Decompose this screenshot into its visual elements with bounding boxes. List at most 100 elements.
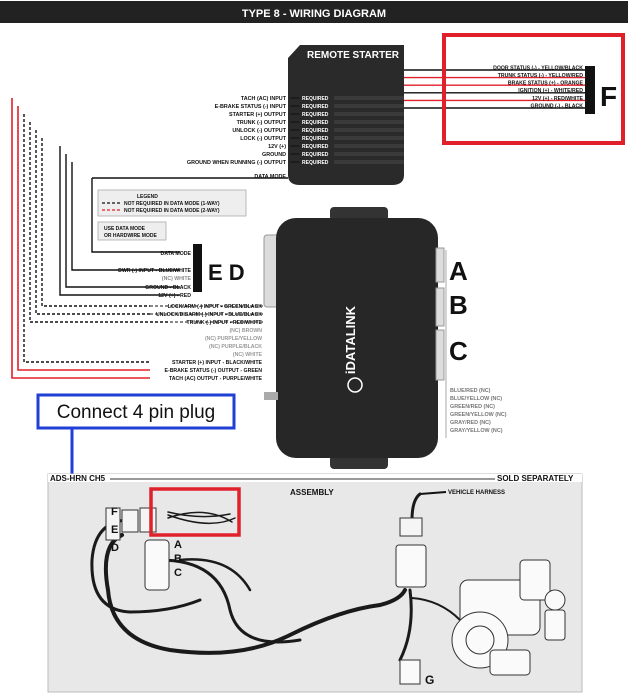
nc-wire-label: GREEN/YELLOW (NC): [450, 412, 507, 418]
c-wire-label: TACH (AC) OUTPUT - PURPLE/WHITE: [169, 376, 263, 382]
remote-starter-wire-label: STARTER (+) OUTPUT: [229, 112, 287, 118]
ignition-assembly-sketch: [451, 559, 566, 676]
required-labels: REQUIRED REQUIRED REQUIRED REQUIRED REQUIRED…: [302, 96, 404, 166]
c-wire-label: (NC) PURPLE/BLACK: [209, 344, 262, 350]
ebrake-loop-wire: [17, 106, 150, 371]
f-wire-label: BRAKE STATUS (+) - ORANGE: [508, 81, 584, 87]
module-logo-icon: [347, 377, 363, 393]
required-label: REQUIRED: [302, 160, 329, 166]
f-wire-label: GROUND (-) - BLACK: [531, 103, 584, 109]
connector-c: [435, 329, 445, 381]
assembly-label: ASSEMBLY: [290, 488, 334, 497]
ed-connector: [193, 244, 202, 292]
harness-module-connector: [144, 539, 170, 591]
data-mode-wire-down: [91, 178, 180, 253]
legend-item-1: NOT REQUIRED IN DATA MODE (1-WAY): [124, 201, 220, 207]
ed-wire-label: DATA MODE: [161, 251, 192, 257]
module-tab-bottom: [330, 455, 388, 469]
asm-letter-f: F: [111, 506, 118, 518]
nc-wire-label: GRAY/YELLOW (NC): [450, 428, 503, 434]
f-wire-lines: [404, 69, 585, 109]
legend-box: [97, 189, 247, 217]
b-wire-label: UNLOCK/DISARM (-) INPUT - BLUE/BLACK: [156, 312, 262, 318]
letter-f: F: [600, 81, 617, 112]
module-tab-top: [330, 207, 388, 221]
required-label: REQUIRED: [302, 136, 329, 142]
nc-wire-labels: BLUE/RED (NC)BLUE/YELLOW (NC)GREEN/RED (…: [450, 388, 507, 434]
required-label: REQUIRED: [302, 152, 329, 158]
f-wire-labels: DOOR STATUS (-) - YELLOW/BLACK TRUNK STAT…: [493, 65, 583, 109]
power-loop-wire: [59, 146, 180, 296]
lock-loop-wire: [41, 138, 150, 307]
trunk-loop-wire: [29, 122, 170, 323]
c-wire-label: (NC) PURPLE/YELLOW: [205, 336, 262, 342]
harness-plug-fe: [105, 507, 121, 541]
nc-wire-label: BLUE/RED (NC): [450, 388, 491, 394]
legend-item-2: NOT REQUIRED IN DATA MODE (2-WAY): [124, 208, 220, 214]
mode-note-line2: OR HARDWIRE MODE: [104, 233, 157, 239]
connector-a: [435, 247, 445, 283]
required-label: REQUIRED: [302, 120, 329, 126]
nc-wire-label: BLUE/YELLOW (NC): [450, 396, 502, 402]
letter-c: C: [449, 336, 468, 366]
vehicle-plug-main: [395, 544, 427, 588]
c-wire-label: (NC) WHITE: [233, 352, 263, 358]
letter-a: A: [449, 256, 468, 286]
required-label: REQUIRED: [302, 128, 329, 134]
annotation-box: [36, 393, 236, 430]
tach-loop-wire: [11, 98, 150, 379]
legend-title: LEGEND: [137, 194, 158, 200]
remote-starter-wire-label: TRUNK (-) OUTPUT: [237, 120, 287, 126]
asm-letter-g-bottom: G: [425, 673, 434, 687]
module-side-tab: [264, 392, 278, 400]
b-wire-label: LOCK/ARM (-) INPUT - GREEN/BLACK: [168, 304, 262, 310]
remote-starter-wires: TACH (AC) INPUT E-BRAKE STATUS (-) INPUT S…: [187, 96, 300, 180]
remote-starter-wire-label: E-BRAKE STATUS (-) INPUT: [215, 104, 287, 110]
harness-wires: [90, 492, 461, 662]
c-wire-label: (NC) BROWN: [229, 328, 262, 334]
letters-ed: E D: [208, 260, 245, 285]
f-wire-label: DOOR STATUS (-) - YELLOW/BLACK: [493, 65, 583, 71]
remote-starter-wire-label: GROUND WHEN RUNNING (-) OUTPUT: [187, 160, 287, 166]
sold-separately: SOLD SEPARATELY: [497, 474, 574, 483]
f-wire-label: TRUNK STATUS (-) - YELLOW/RED: [498, 73, 584, 79]
unlock-loop-wire: [35, 130, 150, 315]
vehicle-plug-top: [399, 517, 423, 537]
four-pin-plug: [139, 507, 157, 533]
diagram-title: TYPE 8 - WIRING DIAGRAM: [242, 8, 386, 20]
remote-starter-wire-label: DATA MODE: [254, 174, 286, 180]
remote-starter-wire-label: TACH (AC) INPUT: [241, 96, 287, 102]
remote-starter-wire-label: 12V (+): [268, 144, 286, 150]
c-wire-label: STARTER (+) INPUT - BLACK/WHITE: [172, 360, 262, 366]
connector-b: [435, 287, 445, 327]
mode-note-box: [97, 221, 167, 241]
remote-starter-title: REMOTE STARTER: [307, 50, 400, 61]
plug-highlight-box: [149, 487, 241, 537]
ground-loop-wire: [65, 154, 180, 288]
remote-starter-wire-label: GROUND: [262, 152, 286, 158]
plug-g-bottom: [399, 659, 421, 685]
starter-loop-wire: [23, 114, 150, 363]
f-wire-label: IGNITION (+) - WHITE/RED: [518, 88, 583, 94]
f-connector: [585, 66, 595, 114]
ed-wire-label: DWR (-) INPUT - BLUE/WHITE: [118, 268, 191, 274]
asm-letter-c: C: [174, 567, 182, 579]
mode-note-line1: USE DATA MODE: [104, 226, 146, 232]
annotation-text: Connect 4 pin plug: [57, 402, 215, 423]
ed-wire-label: (NC) WHITE: [162, 276, 192, 282]
bc-wire-labels: LOCK/ARM (-) INPUT - GREEN/BLACK UNLOCK/D…: [150, 304, 264, 382]
datalink-module: [276, 218, 438, 458]
c-wire-label: E-BRAKE STATUS (-) OUTPUT - GREEN: [165, 368, 263, 374]
required-label: REQUIRED: [302, 112, 329, 118]
b-wire-label: TRUNK (-) INPUT - RED/WHITE: [187, 320, 263, 326]
harness-plug-left: [121, 509, 139, 533]
title-bar: [0, 1, 628, 23]
asm-letter-b: B: [174, 553, 182, 565]
gwr-loop-wire: [71, 162, 180, 271]
f-wire-label: 12V (+) - RED/WHITE: [532, 96, 583, 102]
remote-starter-wire-label: UNLOCK (-) OUTPUT: [232, 128, 286, 134]
asm-letter-e: E: [111, 524, 118, 536]
nc-wire-label: GRAY/RED (NC): [450, 420, 491, 426]
